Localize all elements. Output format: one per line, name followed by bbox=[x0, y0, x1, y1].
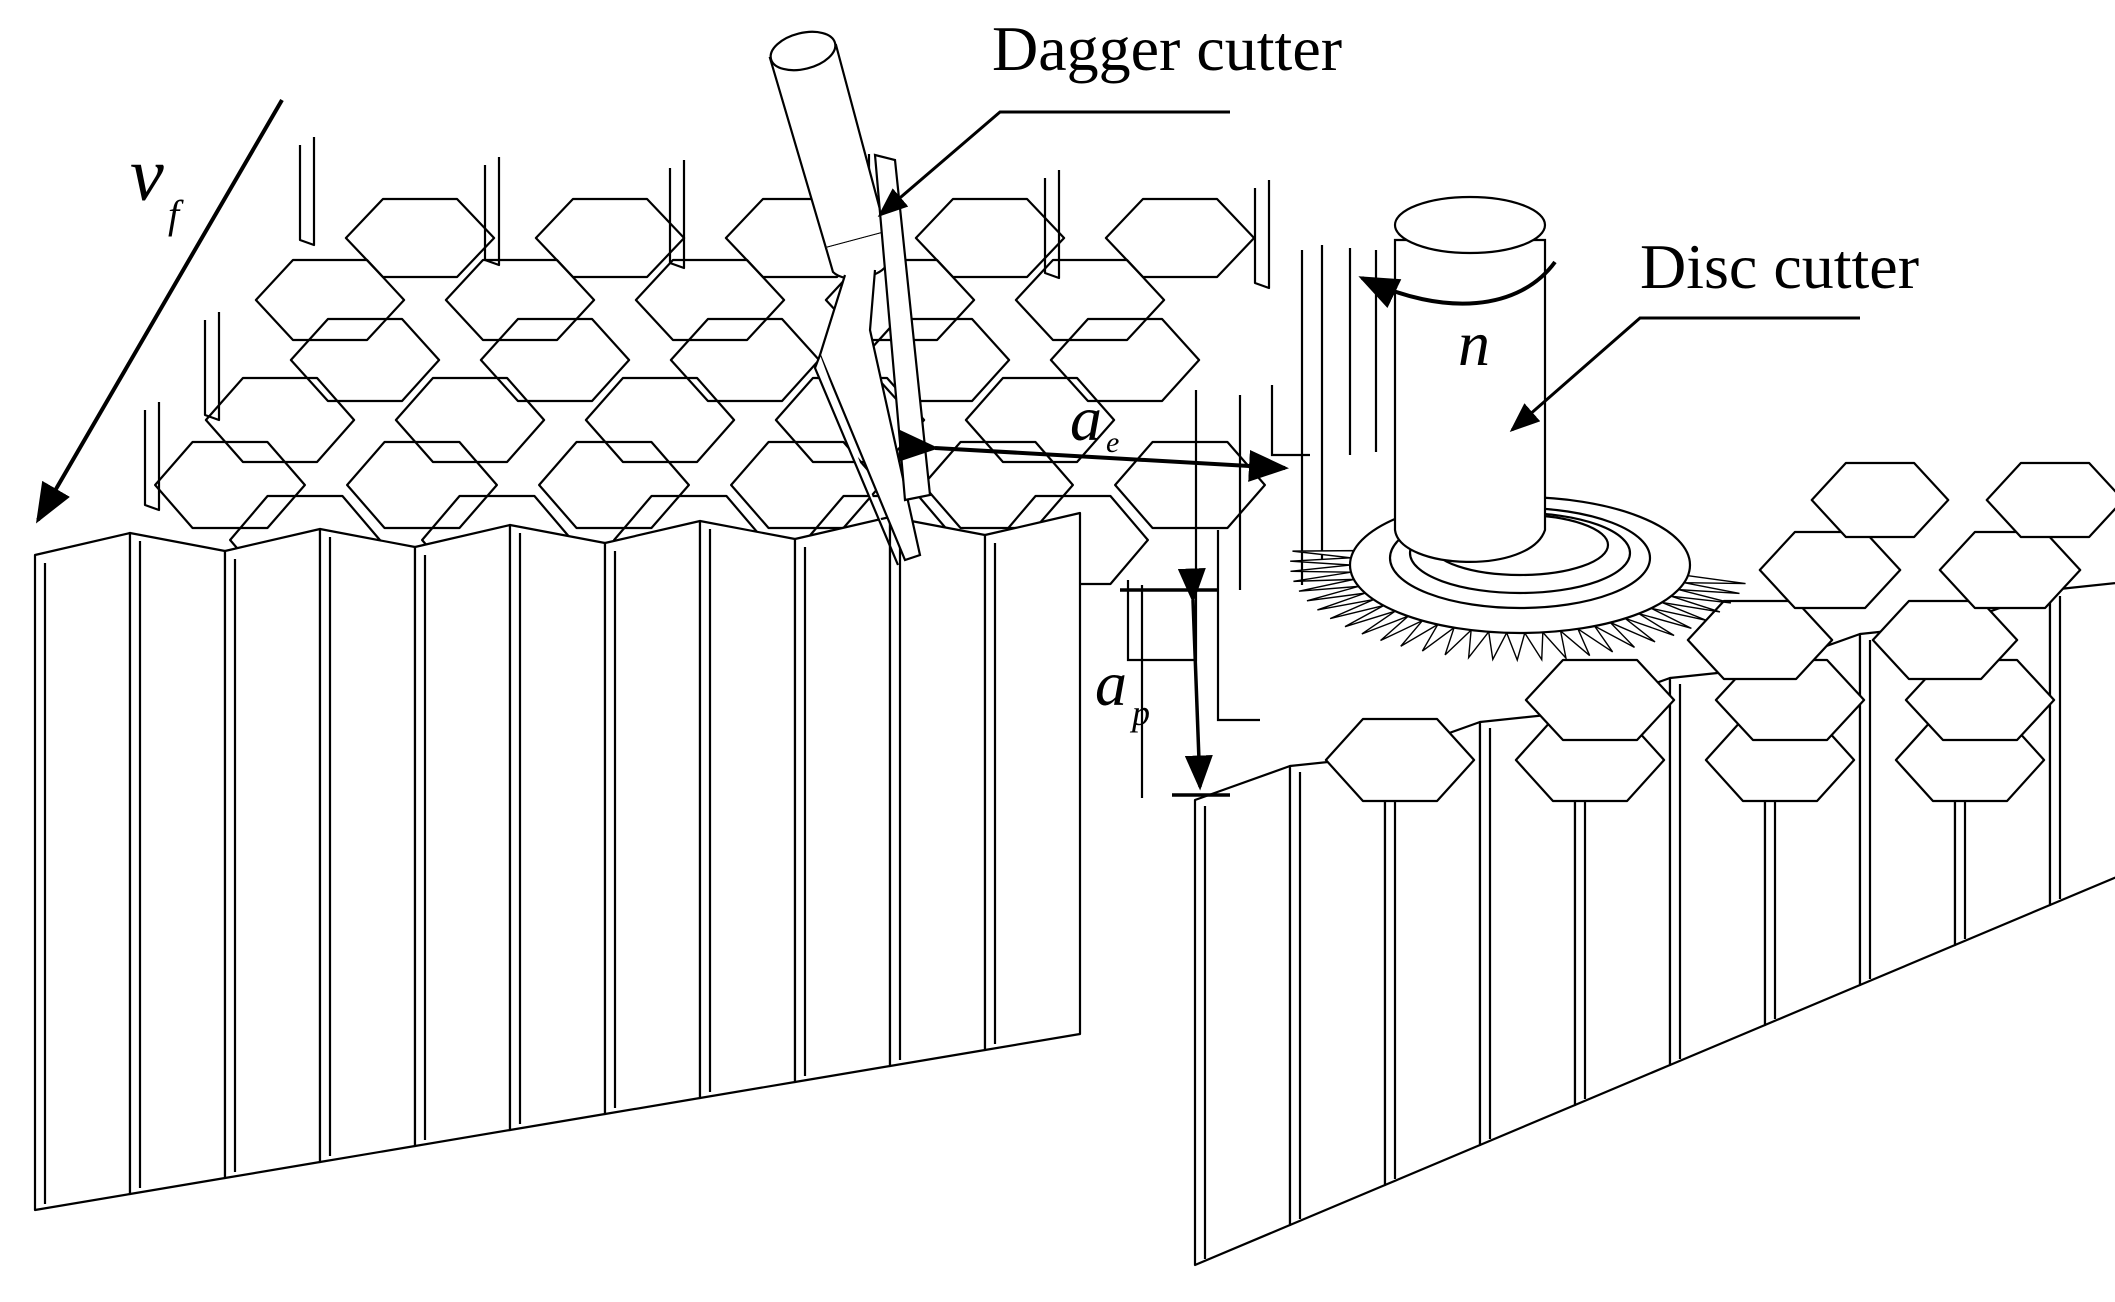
disc-tooth bbox=[1487, 631, 1508, 662]
radial-depth-symbol: a e bbox=[1070, 383, 1119, 459]
axial-depth-symbol: a p bbox=[1095, 648, 1150, 733]
front-wall-panel bbox=[223, 527, 322, 1180]
disc-cutter-label: Disc cutter bbox=[1640, 231, 1919, 302]
hex-cell bbox=[538, 440, 690, 530]
disc-tooth bbox=[1290, 557, 1352, 566]
hex-cell bbox=[1014, 258, 1166, 342]
radial-depth-main: a bbox=[1070, 383, 1102, 454]
cut-step-edges bbox=[1126, 245, 1378, 798]
back-wall-fin bbox=[668, 160, 686, 270]
right-wall-panel bbox=[2048, 582, 2115, 907]
hex-cell bbox=[1985, 461, 2115, 539]
axial-depth-main: a bbox=[1095, 648, 1127, 719]
back-wall-fin bbox=[143, 402, 161, 512]
front-wall-panel bbox=[413, 523, 512, 1148]
dagger-cutter bbox=[768, 30, 932, 566]
hex-cell bbox=[394, 376, 546, 464]
feed-velocity-symbol: v f bbox=[130, 133, 184, 237]
feed-velocity-main: v bbox=[130, 133, 164, 217]
hex-cell bbox=[254, 258, 406, 342]
hex-cell bbox=[1114, 440, 1266, 530]
disc-tooth bbox=[1541, 630, 1568, 661]
feed-velocity-sub: f bbox=[168, 192, 184, 237]
rotation-arrow bbox=[1358, 260, 1557, 309]
hex-cell bbox=[289, 317, 441, 403]
disc-cutter-leader bbox=[1509, 316, 1860, 432]
front-wall-panel bbox=[793, 515, 892, 1084]
hex-cell bbox=[1810, 461, 1950, 539]
back-wall-fin bbox=[203, 312, 221, 422]
front-wall-panel bbox=[698, 519, 797, 1100]
right-wall-panel bbox=[1288, 754, 1387, 1227]
back-wall-fin bbox=[483, 157, 501, 267]
hex-cell bbox=[669, 317, 821, 403]
hex-cell bbox=[634, 258, 786, 342]
dagger-cutter-leader bbox=[877, 110, 1230, 217]
hex-cell bbox=[584, 376, 736, 464]
hex-cell bbox=[1938, 530, 2082, 610]
rotation-speed-symbol: n bbox=[1458, 308, 1490, 379]
back-wall-fin bbox=[1043, 170, 1061, 280]
hex-cell bbox=[204, 376, 356, 464]
ae-dimension-arrow bbox=[898, 429, 1289, 482]
hex-cell bbox=[346, 440, 498, 530]
disc-tooth bbox=[1682, 574, 1746, 585]
hex-cell bbox=[1324, 717, 1476, 803]
hex-cell bbox=[154, 440, 306, 530]
hex-cell bbox=[1758, 530, 1902, 610]
hex-cell bbox=[344, 197, 496, 279]
hex-cell bbox=[1049, 317, 1201, 403]
disc-tooth bbox=[1523, 631, 1544, 662]
back-wall-fin bbox=[1253, 180, 1271, 290]
hex-cell bbox=[479, 317, 631, 403]
honeycomb-front-walls bbox=[33, 511, 1082, 1212]
disc-tooth bbox=[1467, 629, 1491, 660]
hex-cell bbox=[1104, 197, 1256, 279]
honeycomb-top-cells bbox=[143, 137, 1271, 586]
disc-cutter-teeth bbox=[1290, 549, 1746, 663]
hex-cell bbox=[774, 376, 926, 464]
hex-cell bbox=[444, 258, 596, 342]
front-wall-panel bbox=[508, 523, 607, 1132]
front-wall-panel bbox=[603, 519, 702, 1116]
dagger-cutter-label: Dagger cutter bbox=[992, 13, 1342, 84]
right-wall-panel bbox=[1193, 764, 1292, 1267]
ap-dimension bbox=[1120, 567, 1230, 797]
front-wall-panel bbox=[318, 527, 417, 1164]
front-wall-panel bbox=[128, 531, 227, 1196]
feed-velocity-arrow bbox=[35, 98, 284, 524]
axial-depth-sub: p bbox=[1129, 693, 1150, 733]
disc-tooth bbox=[1505, 632, 1526, 663]
hex-cell bbox=[534, 197, 686, 279]
hex-cell bbox=[1871, 599, 2019, 681]
radial-depth-sub: e bbox=[1106, 426, 1119, 459]
honeycomb-right-walls bbox=[1193, 461, 2115, 1267]
front-wall-panel bbox=[888, 515, 987, 1068]
disc-cutter bbox=[1290, 195, 1746, 663]
hex-cell bbox=[1524, 658, 1676, 742]
hex-cell bbox=[914, 197, 1066, 279]
front-wall-panel bbox=[983, 511, 1082, 1052]
disc-tooth bbox=[1290, 564, 1352, 573]
front-wall-panel bbox=[33, 531, 132, 1212]
back-wall-fin bbox=[298, 137, 316, 247]
